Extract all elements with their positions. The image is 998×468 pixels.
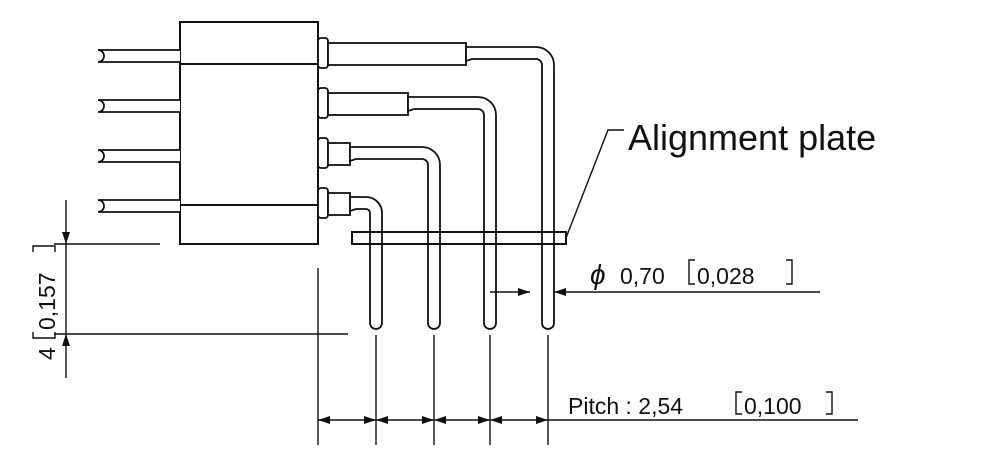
- left-pin-2: [97, 99, 180, 113]
- alignment-plate: [351, 231, 567, 245]
- pitch-label: Pitch : 2,54: [568, 393, 683, 419]
- left-pin-3: [97, 149, 180, 163]
- height-bracket-open: [32, 332, 56, 339]
- right-angle-pin-2: [317, 87, 497, 330]
- alignment-plate-leader: [565, 129, 624, 239]
- right-angle-pin-1: [317, 37, 555, 330]
- height-value: 4: [34, 347, 60, 360]
- connector-housing: [179, 21, 319, 245]
- pitch-dimension: [318, 416, 858, 424]
- pitch-extension-lines: [317, 268, 549, 445]
- left-pin-4: [97, 199, 180, 213]
- height-text-group: 4 0,157: [32, 245, 60, 360]
- height-dimension: [54, 200, 348, 378]
- pitch-inch-value: 0,100: [744, 393, 802, 419]
- diameter-icon: ϕ: [590, 259, 606, 290]
- diameter-dimension: [490, 288, 820, 296]
- diameter-inch-value: 0,028: [697, 263, 755, 289]
- alignment-plate-label: Alignment plate: [628, 117, 876, 158]
- height-bracket-close: [32, 245, 56, 252]
- pitch-inch-bracket: [735, 391, 833, 415]
- right-angle-pin-4: [317, 187, 383, 330]
- height-inch-value: 0,157: [34, 272, 60, 330]
- diameter-value: 0,70: [620, 263, 665, 289]
- right-angle-pin-3: [317, 137, 441, 330]
- diameter-inch-bracket: [688, 259, 793, 285]
- left-pin-1: [97, 49, 180, 63]
